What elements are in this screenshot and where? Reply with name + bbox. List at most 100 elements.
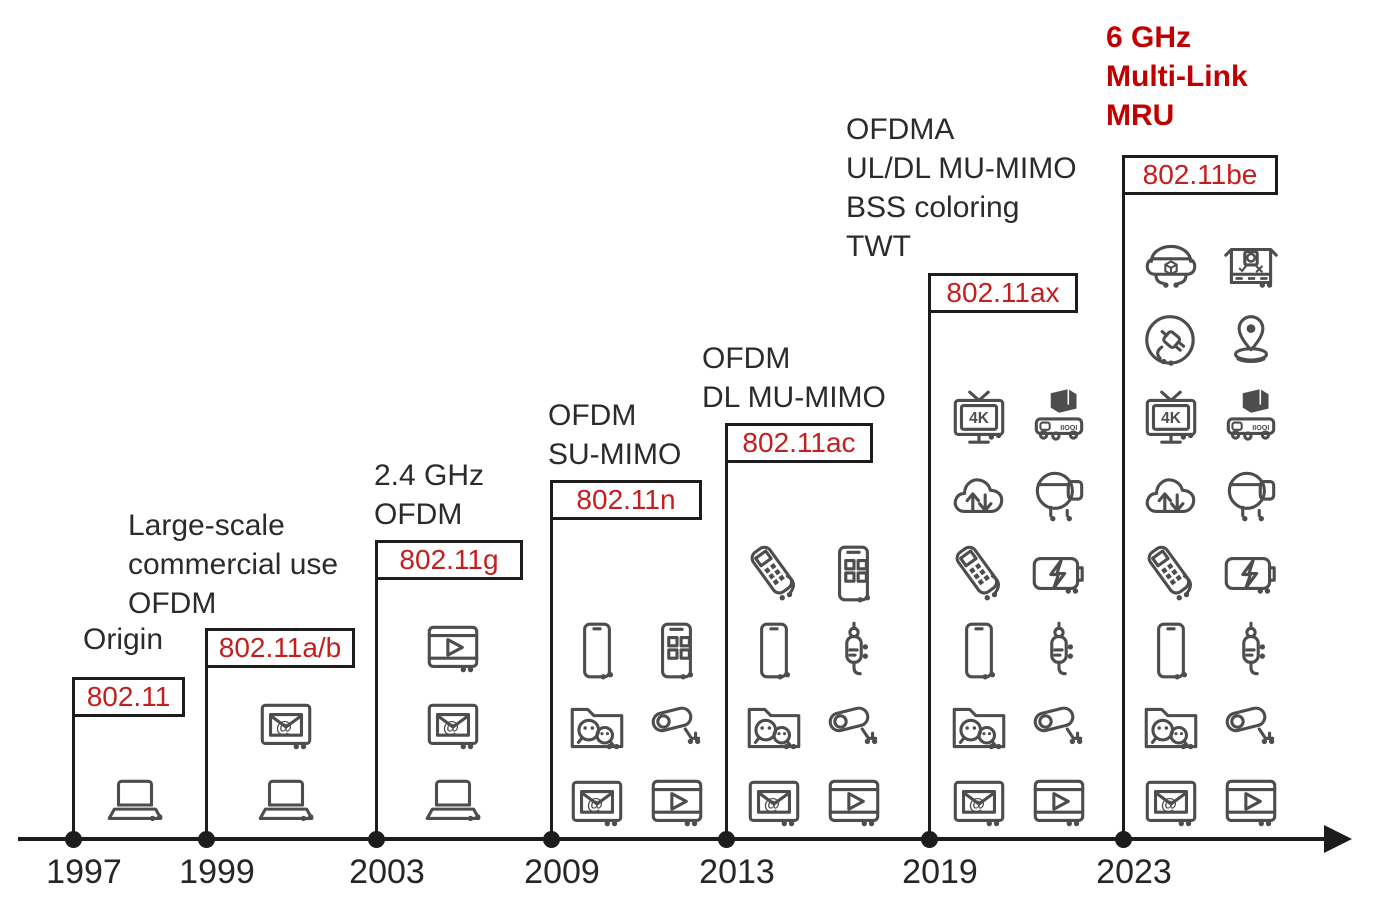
milestone-pole [205, 628, 208, 840]
milestone-pole [375, 540, 378, 840]
laptop-icon [253, 772, 319, 838]
email-monitor-icon [253, 695, 319, 761]
feature-text: OFDM DL MU-MIMO [702, 339, 886, 417]
standard-label: 802.11be [1142, 159, 1258, 190]
iv-infusion-icon [1218, 618, 1284, 684]
feature-line: 2.4 GHz [374, 459, 485, 492]
standard-label: 802.11ax [946, 277, 1060, 308]
cctv-camera-icon [1026, 695, 1092, 761]
year-label: 2013 [699, 853, 775, 891]
year-label: 1997 [46, 853, 122, 891]
video-monitor-icon [1026, 772, 1092, 838]
video-monitor-icon [644, 772, 710, 838]
machine-vision-icon [1218, 233, 1284, 299]
feature-line: DL MU-MIMO [702, 381, 886, 414]
location-pin-icon [1218, 310, 1284, 376]
feature-line: OFDM [128, 587, 217, 620]
standard-label: 802.11a/b [218, 632, 342, 663]
feature-line: TWT [846, 230, 911, 263]
standard-box: 802.11g [375, 540, 523, 580]
feature-line: OFDM [702, 342, 791, 375]
power-plug-icon [1138, 310, 1204, 376]
wechat-folder-icon [741, 695, 807, 761]
timeline-axis [18, 837, 1330, 841]
standard-label: 802.11n [576, 484, 676, 515]
cctv-camera-icon [821, 695, 887, 761]
vr-headset-icon [1026, 464, 1092, 530]
feature-line: OFDMA [846, 113, 955, 146]
email-monitor-icon [1138, 772, 1204, 838]
battery-charging-icon [1026, 541, 1092, 607]
feature-line: Large-scale [128, 509, 285, 542]
pos-terminal-icon [1138, 541, 1204, 607]
milestone-pole [550, 480, 553, 840]
cctv-camera-icon [1218, 695, 1284, 761]
video-monitor-icon [420, 618, 486, 684]
year-dot [198, 831, 215, 848]
feature-line: 6 GHz [1106, 21, 1192, 54]
agv-robot-icon [1218, 387, 1284, 453]
standard-box: 802.11ac [725, 423, 873, 463]
year-label: 2003 [349, 853, 425, 891]
feature-text: OFDM SU-MIMO [548, 396, 681, 474]
wechat-folder-icon [564, 695, 630, 761]
feature-line: SU-MIMO [548, 438, 682, 471]
laptop-icon [420, 772, 486, 838]
feature-line: Multi-Link [1106, 60, 1248, 93]
email-monitor-icon [946, 772, 1012, 838]
year-dot [65, 831, 82, 848]
email-monitor-icon [564, 772, 630, 838]
email-monitor-icon [741, 772, 807, 838]
milestone-pole [928, 273, 931, 840]
year-dot [921, 831, 938, 848]
app-phone-icon [644, 618, 710, 684]
pos-terminal-icon [946, 541, 1012, 607]
standard-label: 802.11g [399, 544, 499, 575]
app-phone-icon [821, 541, 887, 607]
standard-box: 802.11ax [928, 273, 1078, 313]
video-monitor-icon [821, 772, 887, 838]
wechat-folder-icon [1138, 695, 1204, 761]
milestone-pole [72, 677, 75, 840]
pos-terminal-icon [741, 541, 807, 607]
feature-line: Origin [83, 623, 164, 656]
year-dot [368, 831, 385, 848]
year-dot [1115, 831, 1132, 848]
agv-robot-icon [1026, 387, 1092, 453]
tv-4k-icon [946, 387, 1012, 453]
axis-arrow-icon [1324, 825, 1352, 853]
smartphone-icon [946, 618, 1012, 684]
feature-line: OFDM [548, 399, 637, 432]
standard-box: 802.11n [550, 480, 702, 520]
cloud-sync-icon [946, 464, 1012, 530]
vr-headset-icon [1218, 464, 1284, 530]
ar-headset-icon [1138, 233, 1204, 299]
battery-charging-icon [1218, 541, 1284, 607]
year-label: 2023 [1096, 853, 1172, 891]
feature-line: UL/DL MU-MIMO [846, 152, 1077, 185]
email-monitor-icon [420, 695, 486, 761]
standard-label: 802.11 [86, 681, 171, 712]
year-dot [718, 831, 735, 848]
smartphone-icon [1138, 618, 1204, 684]
standard-box: 802.11be [1122, 155, 1278, 195]
video-monitor-icon [1218, 772, 1284, 838]
year-label: 1999 [179, 853, 255, 891]
iv-infusion-icon [1026, 618, 1092, 684]
smartphone-icon [741, 618, 807, 684]
feature-line: BSS coloring [846, 191, 1020, 224]
year-label: 2009 [524, 853, 600, 891]
iv-infusion-icon [821, 618, 887, 684]
milestone-pole [1122, 155, 1125, 840]
cctv-camera-icon [644, 695, 710, 761]
wechat-folder-icon [946, 695, 1012, 761]
feature-text: Origin [83, 620, 163, 659]
standard-box: 802.11 [72, 677, 185, 717]
milestone-pole [725, 423, 728, 840]
laptop-icon [102, 772, 168, 838]
